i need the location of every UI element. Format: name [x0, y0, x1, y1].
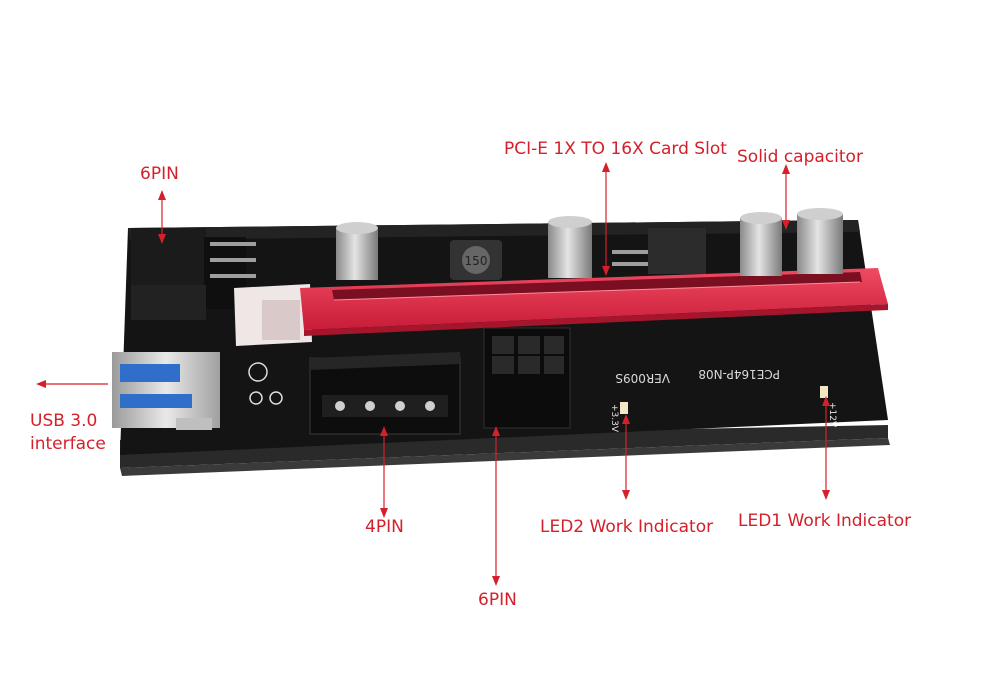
capacitor-2: [548, 216, 592, 278]
label-usb-line2: interface: [30, 433, 106, 454]
label-4pin: 4PIN: [365, 517, 404, 537]
label-6pin-bottom: 6PIN: [478, 590, 517, 610]
callout-arrows: [36, 162, 830, 586]
led1: [820, 386, 828, 398]
foam-pad: [120, 425, 888, 468]
label-led1: LED1 Work Indicator: [738, 511, 912, 531]
inductor: 150: [450, 240, 502, 280]
label-led2: LED2 Work Indicator: [540, 517, 714, 537]
label-usb-interface: USB 3.0 interface: [30, 410, 140, 456]
fcc-ce-marks: [248, 362, 283, 405]
inductor-marking: 150: [465, 254, 488, 268]
regulator-chip: [648, 228, 706, 274]
sixpin-bottom-connector: [483, 327, 571, 429]
board-version-print: VER009S: [615, 371, 670, 385]
label-6pin-top: 6PIN: [140, 164, 179, 184]
board-33v-print: +3.3V: [609, 404, 619, 433]
capacitor-4: [797, 208, 843, 274]
board-12v-print: +12V: [827, 402, 837, 428]
sixpin-top-connector: [131, 228, 256, 320]
board-model-print: PCE164P-N08: [698, 367, 780, 381]
pcie-slot: [300, 268, 888, 336]
label-pcie-slot: PCI-E 1X TO 16X Card Slot: [504, 139, 727, 159]
label-usb-line1: USB 3.0: [30, 411, 98, 431]
usb-port: [112, 352, 220, 430]
label-solid-capacitor: Solid capacitor: [737, 147, 863, 167]
capacitor-1: [336, 222, 378, 280]
led2: [620, 402, 628, 414]
molex-4pin-connector: [309, 352, 461, 435]
capacitor-3: [740, 212, 782, 276]
